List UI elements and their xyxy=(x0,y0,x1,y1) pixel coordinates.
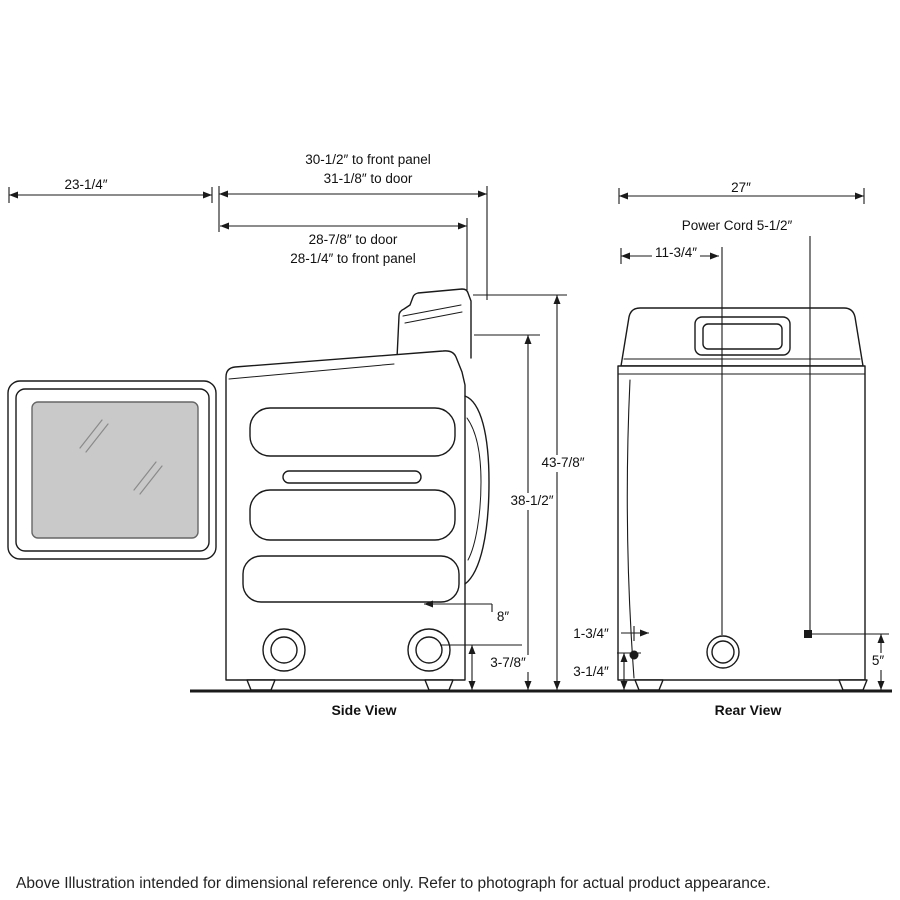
open-door-drawing xyxy=(7,380,217,560)
dim-depth-to-door: 31-1/8″ to door xyxy=(323,171,413,186)
dim-body-height: 38-1/2″ xyxy=(507,493,557,510)
dim-left-offset: 1-3/4″ xyxy=(573,626,609,641)
rear-console-opening xyxy=(694,316,791,356)
rear-body xyxy=(617,365,866,681)
dim-base-height: 3-7/8″ xyxy=(487,655,529,672)
footer-disclaimer: Above Illustration intended for dimensio… xyxy=(16,875,771,892)
dim-depth-to-front-panel-lower: 28-1/4″ to front panel xyxy=(290,251,416,266)
rear-view-drawing xyxy=(617,307,868,691)
side-view-drawing xyxy=(7,288,490,691)
front-door-profile xyxy=(464,395,490,585)
power-cord-entry xyxy=(706,635,740,669)
dim-door-open-width: 23-1/4″ xyxy=(64,177,108,192)
side-feet xyxy=(246,679,454,691)
drain-marker-dot xyxy=(629,650,639,660)
glass-shine-lines xyxy=(79,419,163,495)
side-console xyxy=(396,288,472,359)
door-glass xyxy=(31,401,199,539)
dim-bottom-offset: 3-1/4″ xyxy=(573,664,609,679)
dim-right-outlet-height: 5″ xyxy=(868,653,888,670)
rear-feet xyxy=(634,679,868,691)
dimension-lines xyxy=(8,186,889,690)
dim-power-cord: Power Cord 5-1/2″ xyxy=(678,218,796,235)
rear-view-label: Rear View xyxy=(714,702,782,718)
rear-top-cap xyxy=(620,307,864,367)
dim-overall-width: 27″ xyxy=(731,180,751,195)
dim-overall-height: 43-7/8″ xyxy=(538,455,588,472)
dim-depth-to-front-panel: 30-1/2″ to front panel xyxy=(305,152,431,167)
dim-exhaust-offset: 8″ xyxy=(496,609,510,624)
side-view-label: Side View xyxy=(331,702,397,718)
side-body xyxy=(225,350,466,681)
dim-depth-to-door-lower: 28-7/8″ to door xyxy=(308,232,398,247)
outlet-marker-square xyxy=(804,630,812,638)
dim-power-cord-offset: 11-3/4″ xyxy=(651,245,701,262)
